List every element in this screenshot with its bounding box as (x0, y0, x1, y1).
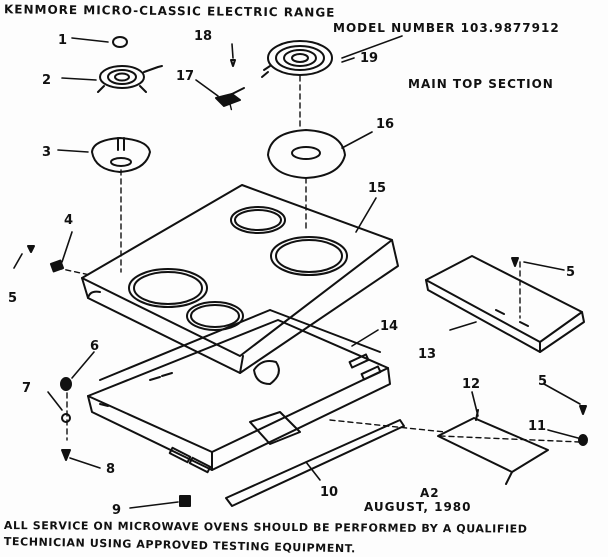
model-number: MODEL NUMBER 103.9877912 (333, 21, 560, 35)
callout-9: 9 (112, 503, 121, 518)
callout-3: 3 (42, 145, 51, 160)
callout-10: 10 (320, 485, 338, 500)
callout-13: 13 (418, 347, 436, 362)
part-10-strip (225, 419, 405, 507)
callout-7: 7 (22, 381, 31, 396)
part-18-screw (230, 59, 236, 67)
service-notice-line-1: ALL SERVICE ON MICROWAVE OVENS SHOULD BE… (3, 519, 528, 536)
leader-lines (13, 35, 581, 509)
callout-numbers: 1 2 3 4 5 5 5 6 7 8 9 10 11 12 13 14 15 … (8, 29, 575, 518)
callout-11: 11 (528, 419, 546, 434)
revision-code: A2 (420, 486, 440, 500)
callout-18: 18 (194, 29, 212, 44)
part-2-small-element (97, 65, 163, 93)
fasteners (27, 245, 588, 507)
part-17-receptacle (215, 87, 245, 107)
callout-14: 14 (380, 319, 398, 334)
callout-8: 8 (106, 462, 115, 477)
callout-5-left: 5 (8, 291, 17, 306)
callout-2: 2 (42, 73, 51, 88)
part-14-burner-box (87, 309, 391, 474)
callout-16: 16 (376, 117, 394, 132)
part-16-large-drip-pan (267, 129, 346, 179)
callout-6: 6 (90, 339, 99, 354)
callout-4: 4 (64, 213, 73, 228)
callout-5-right-lower: 5 (538, 374, 547, 389)
callout-12: 12 (462, 377, 480, 392)
callout-17: 17 (176, 69, 194, 84)
part-13-back-panel (425, 255, 585, 353)
callout-5-right-upper: 5 (566, 265, 575, 280)
callout-1: 1 (58, 33, 67, 48)
part-1-cap (112, 36, 128, 48)
part-19-large-element (261, 40, 333, 78)
callout-15: 15 (368, 181, 386, 196)
part-15-main-top (81, 184, 399, 374)
revision-date: AUGUST, 1980 (364, 500, 472, 514)
section-title: MAIN TOP SECTION (408, 77, 554, 91)
part-3-small-drip-pan (91, 137, 151, 173)
callout-19: 19 (360, 51, 378, 66)
